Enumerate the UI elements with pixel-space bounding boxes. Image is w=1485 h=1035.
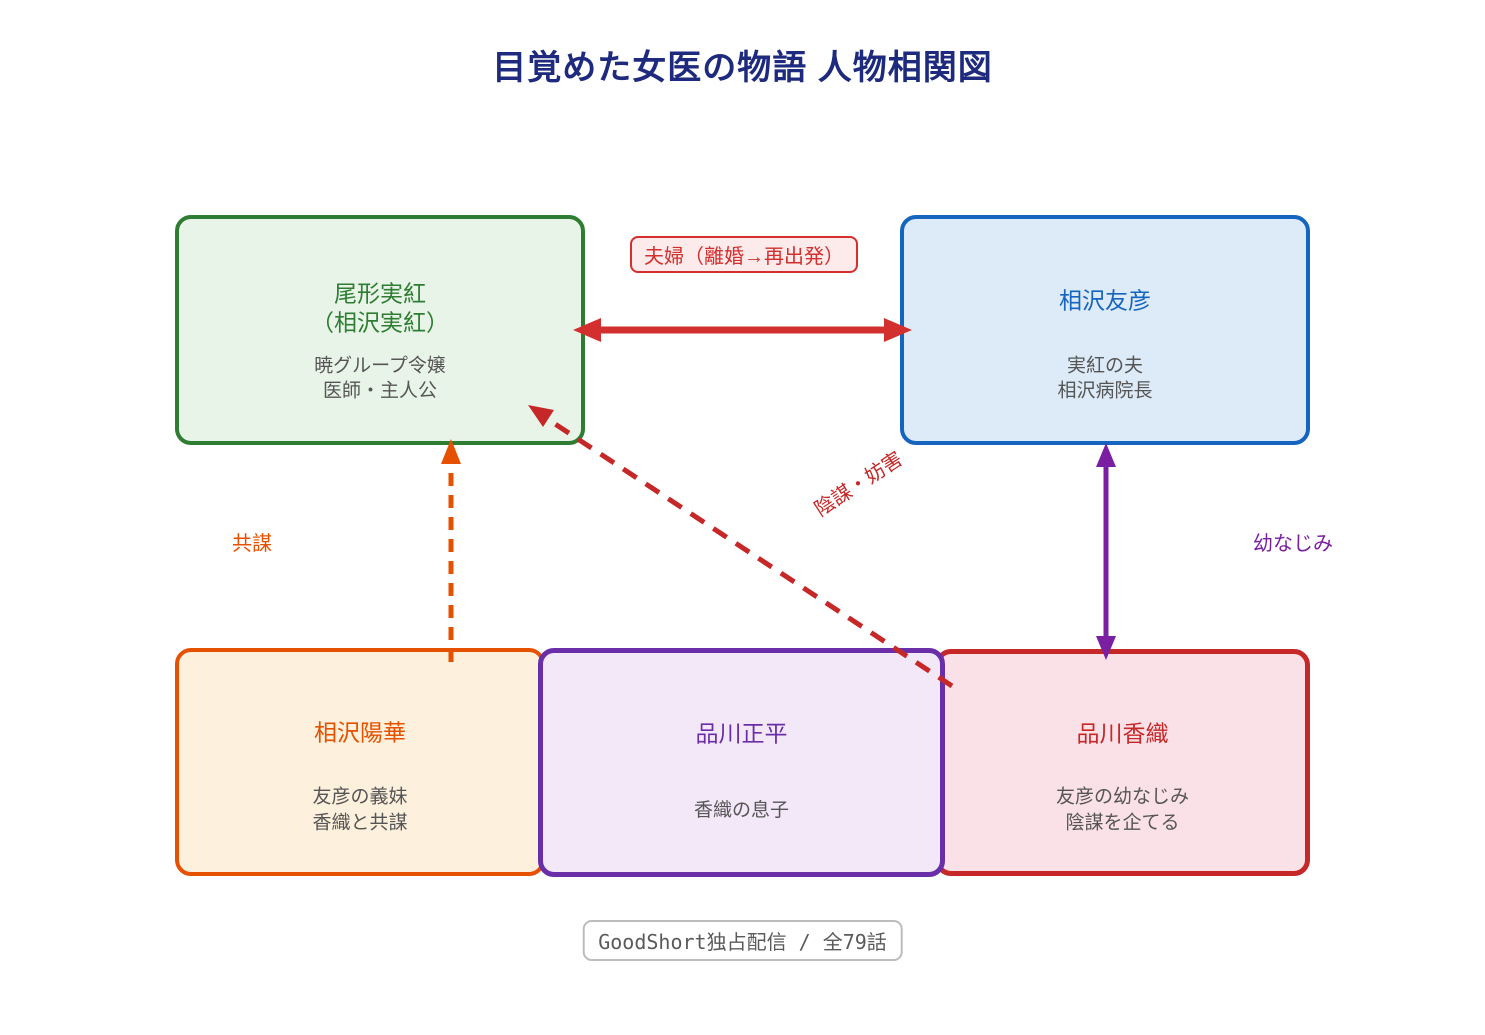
character-name: 品川正平 — [695, 720, 788, 747]
page-title: 目覚めた女医の物語 人物相関図 — [492, 49, 993, 87]
couple-arrow — [573, 318, 912, 342]
relationship-label-childhood-friends: 幼なじみ — [1253, 533, 1333, 555]
character-name: 尾形実紅 （相沢実紅） — [311, 280, 449, 335]
character-desc: 友彦の義妹 香織と共謀 — [312, 786, 408, 834]
conspiracy-arrow — [441, 439, 461, 662]
footer-caption: GoodShort独占配信 / 全79話 — [582, 920, 903, 961]
character-name: 相沢陽華 — [314, 720, 406, 747]
character-card-aizawa-tomohiko: 相沢友彦 実紅の夫 相沢病院長 — [900, 215, 1310, 445]
relationship-label-plot-interference: 陰謀・妨害 — [810, 448, 907, 522]
character-name: 相沢友彦 — [1059, 287, 1151, 314]
character-name: 品川香織 — [1076, 720, 1169, 747]
character-card-aizawa-haruka: 相沢陽華 友彦の義妹 香織と共謀 — [175, 648, 545, 876]
relationship-label-conspiracy: 共謀 — [232, 533, 272, 555]
character-desc: 暁グループ令嬢 医師・主人公 — [314, 355, 446, 402]
character-card-shinagawa-kaori: 品川香織 友彦の幼なじみ 陰謀を企てる — [935, 649, 1310, 876]
childhood-friends-arrow — [1096, 443, 1116, 660]
character-desc: 実紅の夫 相沢病院長 — [1057, 355, 1153, 402]
relationship-label-couple: 夫婦（離婚→再出発） — [630, 236, 858, 273]
character-desc: 香織の息子 — [693, 799, 789, 821]
character-card-shinagawa-shohei: 品川正平 香織の息子 — [538, 648, 945, 877]
character-desc: 友彦の幼なじみ 陰謀を企てる — [1055, 786, 1189, 834]
character-card-ogata-miku: 尾形実紅 （相沢実紅） 暁グループ令嬢 医師・主人公 — [175, 215, 585, 445]
